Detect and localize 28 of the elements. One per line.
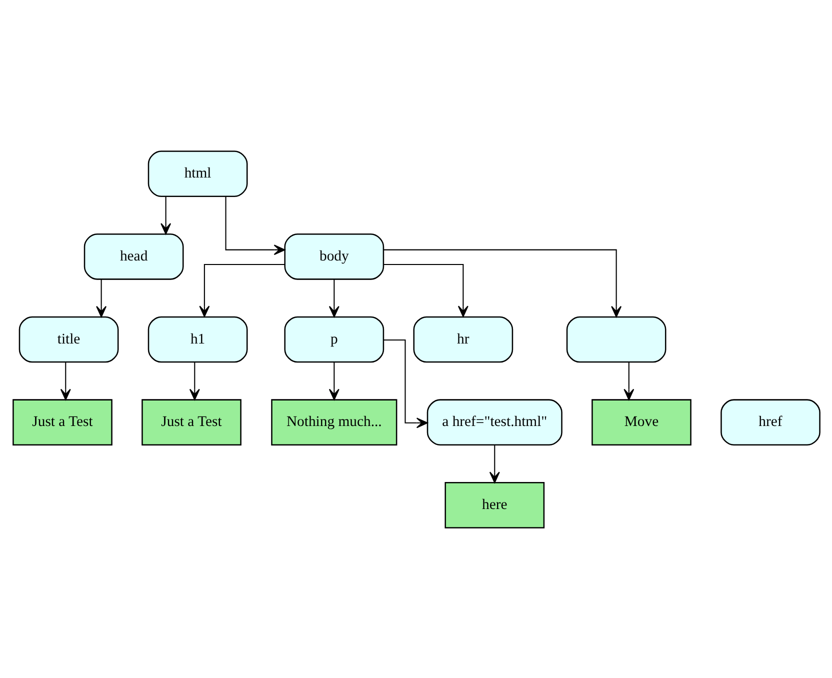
node-box <box>566 316 666 362</box>
node-box: Move <box>591 398 691 446</box>
arrow <box>198 263 284 317</box>
node-box: html <box>147 150 248 196</box>
arrow <box>383 339 428 428</box>
arrow <box>60 362 70 400</box>
arrow <box>383 263 468 317</box>
node-box: a href="test.html" <box>426 398 562 446</box>
node-box: title <box>18 316 118 362</box>
arrow <box>328 362 339 400</box>
arrow <box>160 196 171 234</box>
node-box: Nothing much... <box>270 398 397 446</box>
node-box: p <box>284 316 384 362</box>
node-box: head <box>83 232 184 280</box>
arrow <box>188 362 200 400</box>
arrow <box>96 278 106 317</box>
node-box: Just a Test <box>141 398 241 446</box>
arrow <box>488 444 500 483</box>
node-box: href <box>720 398 820 446</box>
arrow <box>383 248 622 317</box>
arrow <box>328 278 339 317</box>
node-box: body <box>284 232 384 280</box>
arrow <box>623 362 634 400</box>
node-box: here <box>444 482 544 528</box>
node-box: h1 <box>147 316 248 362</box>
node-box: Just a Test <box>12 398 112 446</box>
node-box: hr <box>412 316 513 362</box>
arrow <box>224 196 285 255</box>
